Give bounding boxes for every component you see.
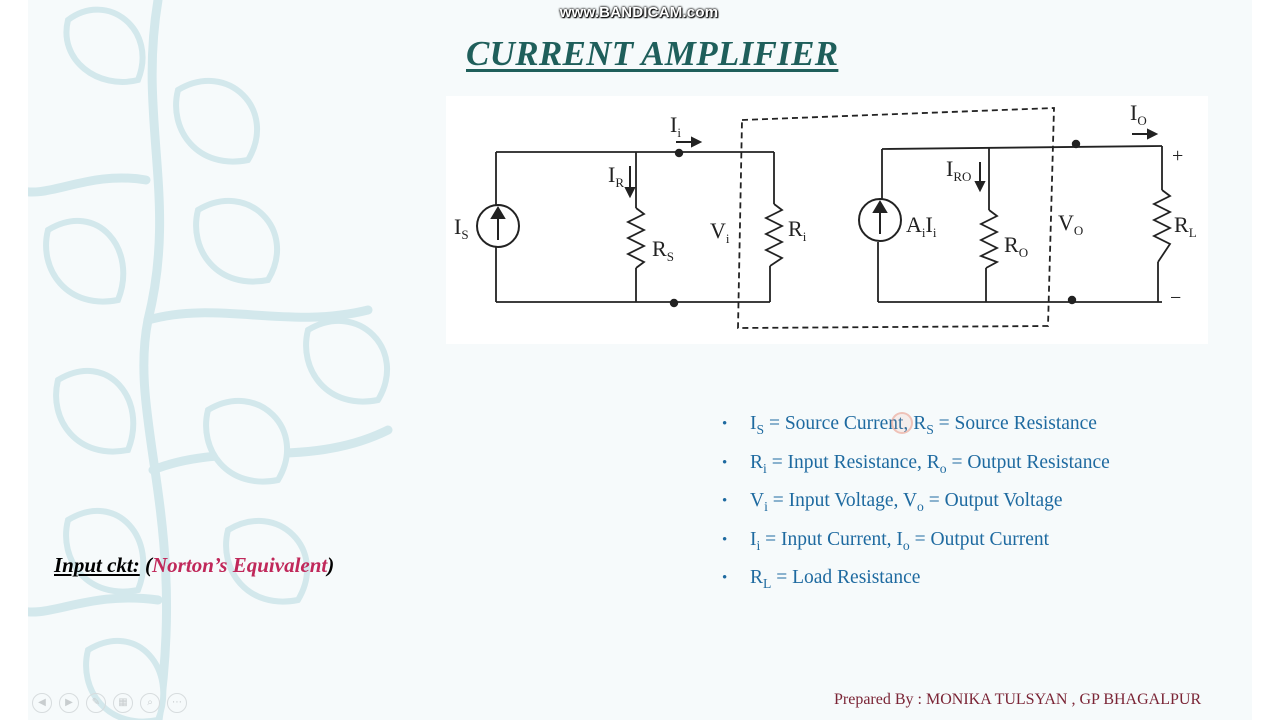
svg-text:+: + (1172, 145, 1183, 167)
slides-icon[interactable]: ▦ (113, 693, 133, 713)
left-letterbox (0, 0, 28, 720)
list-item: •Ri = Input Resistance, Ro = Output Resi… (722, 451, 1110, 476)
svg-text:RL: RL (1174, 212, 1197, 240)
svg-text:Ii: Ii (670, 112, 681, 140)
input-ckt-label: Input ckt: (Norton’s Equivalent) (54, 553, 335, 577)
svg-text:Vi: Vi (710, 218, 730, 246)
bandicam-watermark: www.BANDICAM.com (559, 4, 719, 21)
slide-title: CURRENT AMPLIFIER (466, 34, 839, 73)
list-item: •Ii = Input Current, Io = Output Current (722, 528, 1050, 553)
list-item: •Vi = Input Voltage, Vo = Output Voltage (722, 490, 1063, 514)
zoom-icon[interactable]: ⌕ (140, 693, 160, 713)
slideshow-nav: ◀ ▶ ✎ ▦ ⌕ ⋯ (32, 693, 187, 713)
svg-text:IO: IO (1130, 100, 1147, 128)
svg-text:IS: IS (454, 214, 469, 242)
svg-text:RO: RO (1004, 232, 1028, 260)
svg-text:RS: RS (652, 236, 674, 264)
definitions-list: •IS = Source Current, RS = Source Resist… (722, 408, 1110, 601)
right-letterbox (1252, 0, 1280, 720)
pointer-cursor (891, 412, 913, 434)
footer-credit: Prepared By : MONIKA TULSYAN , GP BHAGAL… (834, 691, 1202, 708)
svg-text:AiIi: AiIi (906, 212, 937, 240)
svg-text:VO: VO (1058, 210, 1083, 238)
list-item: •RL = Load Resistance (722, 567, 921, 591)
ro-resistor (978, 209, 1000, 269)
svg-text:Ri: Ri (788, 216, 807, 244)
norton-equivalent-text: Norton’s Equivalent (152, 553, 328, 577)
rs-resistor (625, 207, 647, 269)
more-icon[interactable]: ⋯ (167, 693, 187, 713)
svg-text:−: − (1170, 287, 1181, 309)
output-top-wire (881, 145, 1163, 150)
pen-icon[interactable]: ✎ (86, 693, 106, 713)
ri-resistor (763, 203, 785, 267)
svg-text:IRO: IRO (946, 156, 971, 184)
list-item: •IS = Source Current, RS = Source Resist… (722, 413, 1097, 437)
rl-resistor (1151, 189, 1173, 263)
input-ckt-heading: Input ckt: (54, 553, 140, 577)
svg-text:IR: IR (608, 162, 624, 190)
back-icon[interactable]: ◀ (32, 693, 52, 713)
forward-icon[interactable]: ▶ (59, 693, 79, 713)
current-amplifier-circuit: IS IR RS Ii Vi Ri AiIi IRO RO VO IO RL +… (446, 96, 1208, 344)
amplifier-dashed-box (737, 107, 1055, 329)
floral-background (28, 0, 393, 720)
